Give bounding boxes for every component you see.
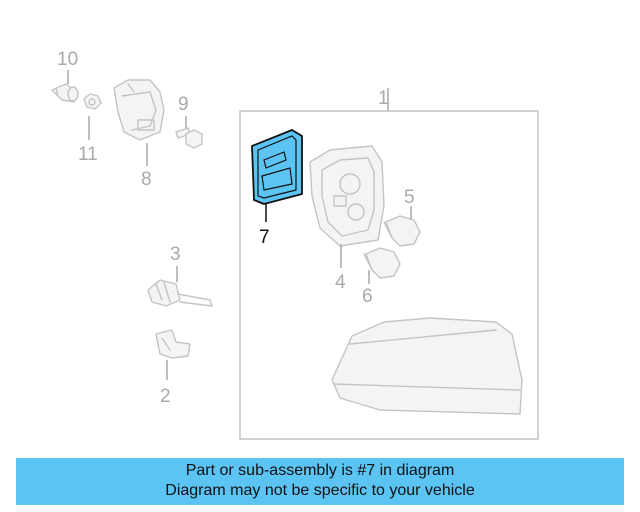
callout-4[interactable]: 4 [335, 272, 346, 293]
callout-8[interactable]: 8 [141, 169, 152, 190]
part-11-nut[interactable] [83, 93, 102, 110]
callout-5[interactable]: 5 [404, 187, 415, 208]
callout-1[interactable]: 1 [378, 88, 389, 109]
lamp-lens [331, 317, 523, 415]
banner-line-2: Diagram may not be specific to your vehi… [165, 482, 475, 499]
part-4-bulb-holder[interactable] [309, 145, 385, 247]
part-3-socket[interactable] [147, 279, 213, 307]
callout-9[interactable]: 9 [178, 94, 189, 115]
info-banner: Part or sub-assembly is #7 in diagram Di… [16, 458, 624, 505]
part-2-clip[interactable] [155, 329, 191, 359]
part-8-bracket[interactable] [113, 79, 165, 141]
callout-3[interactable]: 3 [170, 244, 181, 265]
callout-7[interactable]: 7 [259, 227, 270, 248]
assembly-frame [239, 110, 539, 440]
callout-11[interactable]: 11 [78, 144, 98, 165]
part-9-bolt[interactable] [175, 127, 203, 149]
callout-6[interactable]: 6 [362, 286, 373, 307]
part-7-gasket[interactable] [251, 129, 303, 205]
callout-10[interactable]: 10 [57, 49, 78, 70]
part-5-bulb[interactable] [383, 215, 421, 247]
callout-2[interactable]: 2 [160, 386, 171, 407]
part-10-rivet[interactable] [51, 83, 79, 103]
part-6-bulb[interactable] [363, 247, 401, 279]
banner-line-1: Part or sub-assembly is #7 in diagram [185, 462, 455, 479]
